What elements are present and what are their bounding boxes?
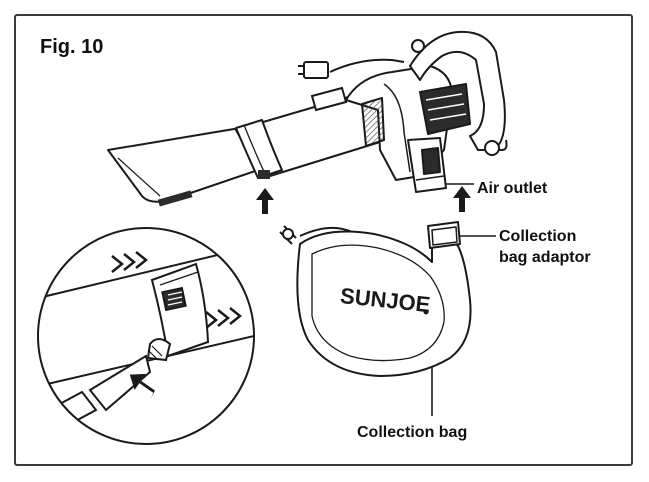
attach-arrows — [256, 186, 471, 214]
bag-logo-dot — [423, 309, 429, 315]
collection-bag-label: Collection bag — [357, 424, 468, 441]
collection-bag-adaptor-label: Collection bag adaptor — [499, 226, 591, 268]
nozzle-marking — [157, 190, 193, 207]
motor-housing — [345, 30, 508, 193]
collection-bag-adaptor-label-line1: Collection — [499, 228, 577, 245]
blower-tube — [107, 95, 381, 203]
air-outlet-label: Air outlet — [477, 180, 548, 197]
zoom-detail — [37, 227, 255, 445]
figure-label: Fig. 10 — [40, 36, 104, 58]
collection-bag — [279, 221, 472, 377]
figure-frame — [14, 14, 633, 466]
power-cord — [298, 58, 405, 112]
collection-bag-adaptor-label-line2: bag adaptor — [499, 249, 591, 266]
